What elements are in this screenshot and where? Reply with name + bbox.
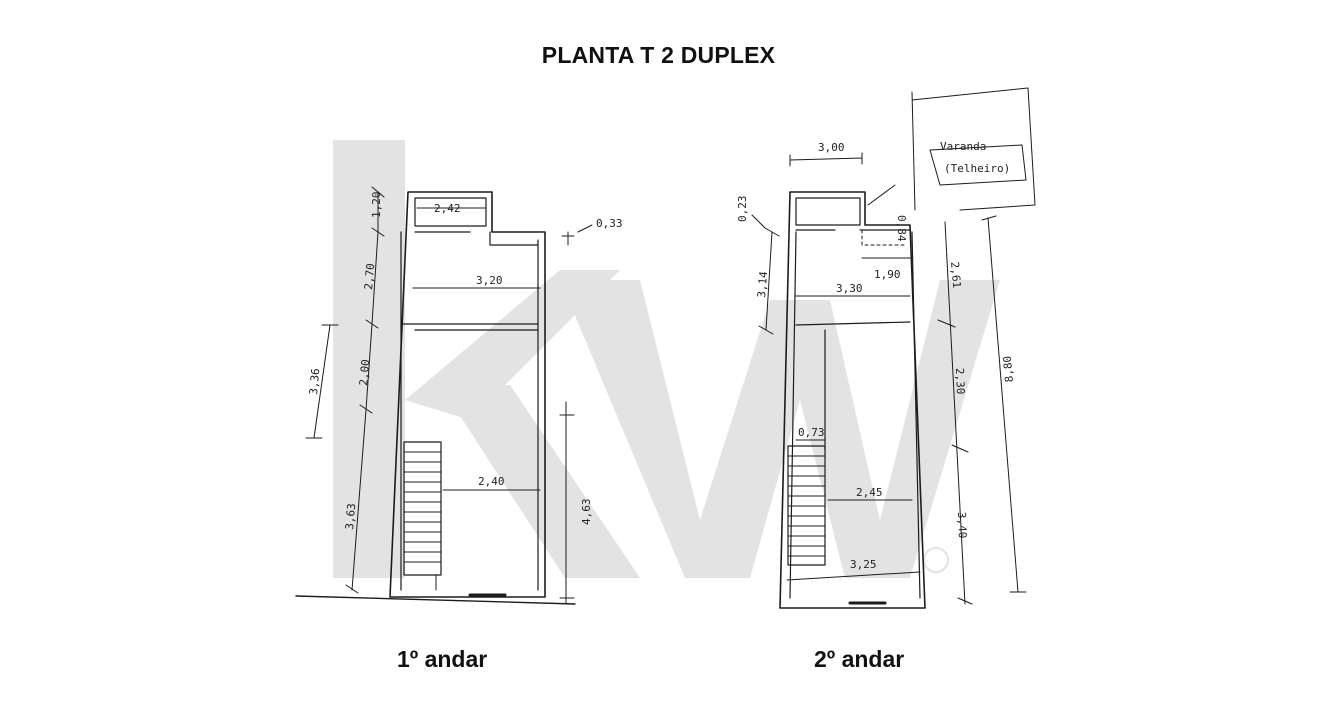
dim-1-90: 1,90 [874,268,901,281]
dim-3-30: 3,30 [836,282,863,295]
dim-3-20: 3,20 [476,274,503,287]
plan1-outer-wall [389,191,546,598]
floor-label-2: 2º andar [814,646,905,672]
dim-2-30: 2,30 [953,368,967,395]
dim-0-23: 0,23 [736,196,749,223]
dim-3-40: 3,40 [955,512,969,539]
dim-3-63: 3,63 [343,503,358,531]
dim-3-14: 3,14 [755,270,770,298]
floor-label-1: 1º andar [397,646,488,672]
dim-3-00: 3,00 [818,141,845,154]
dim-2-45: 2,45 [856,486,883,499]
dim-0-33: 0,33 [596,217,623,230]
dim-2-42: 2,42 [434,202,461,215]
dim-8-80: 8,80 [1001,355,1016,383]
plan1-stairs [403,441,442,576]
dim-3-25: 3,25 [850,558,877,571]
plan2-outer-wall [779,191,926,609]
dim-4-63: 4,63 [580,499,593,526]
dim-2-61: 2,61 [948,261,963,289]
dim-2-70: 2,70 [362,263,377,291]
dim-0-84: 0,84 [895,215,908,242]
plan2-stairs [787,445,826,566]
dim-0-73: 0,73 [798,426,825,439]
dim-1-20: 1,20 [370,192,383,219]
page-title: PLANTA T 2 DUPLEX [541,42,776,68]
dim-2-00: 2,00 [357,359,372,387]
dim-3-36: 3,36 [307,368,322,396]
dim-2-40: 2,40 [478,475,505,488]
registered-mark-icon [923,547,949,573]
telheiro-label: (Telheiro) [944,162,1010,175]
varanda-label: Varanda [940,140,986,153]
